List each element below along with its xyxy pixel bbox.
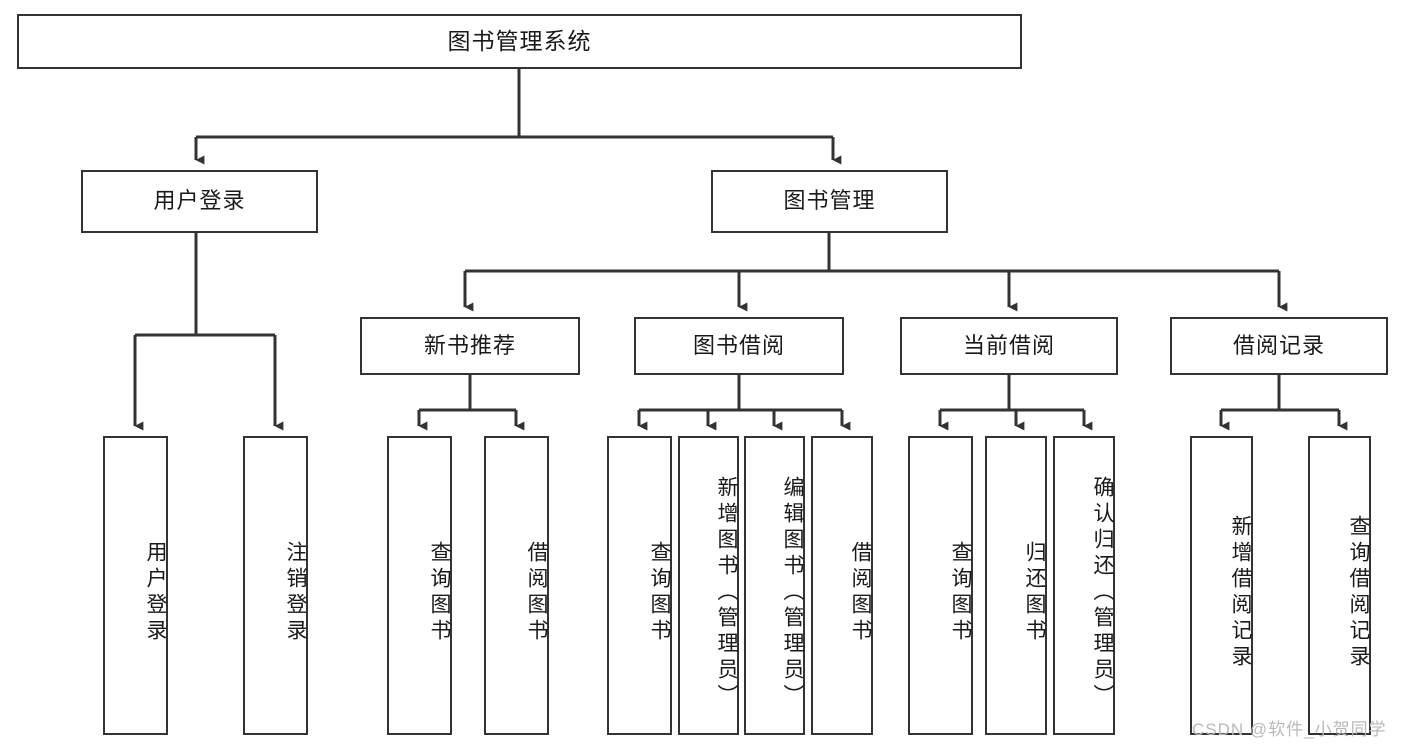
node-leaf-query-record-label: 查询借阅记录: [1347, 514, 1370, 671]
node-root[interactable]: 图书管理系统: [17, 14, 1022, 69]
node-book-borrow[interactable]: 图书借阅: [634, 317, 844, 375]
node-user-login[interactable]: 用户登录: [81, 170, 318, 233]
node-leaf-edit-book-label: 编辑图书（管理员）: [781, 475, 804, 710]
node-book-manage-label: 图书管理: [783, 188, 876, 214]
node-leaf-logout-label: 注销登录: [284, 540, 307, 645]
node-leaf-query-book-2[interactable]: 查询图书: [607, 436, 672, 735]
node-leaf-edit-book[interactable]: 编辑图书（管理员）: [744, 436, 805, 735]
node-leaf-query-book-2-label: 查询图书: [648, 540, 671, 645]
node-leaf-borrow-book-1[interactable]: 借阅图书: [484, 436, 549, 735]
node-book-borrow-label: 图书借阅: [692, 332, 785, 358]
node-leaf-add-record[interactable]: 新增借阅记录: [1190, 436, 1253, 735]
node-user-login-label: 用户登录: [153, 188, 246, 214]
node-leaf-confirm-return[interactable]: 确认归还（管理员）: [1053, 436, 1115, 735]
node-leaf-query-book-1-label: 查询图书: [428, 540, 451, 645]
node-root-label: 图书管理系统: [447, 27, 592, 54]
node-leaf-borrow-book-2-label: 借阅图书: [849, 540, 872, 645]
node-leaf-query-book-3[interactable]: 查询图书: [908, 436, 973, 735]
node-borrow-record-label: 借阅记录: [1232, 332, 1325, 358]
csdn-watermark: CSDN @软件_小贺同学: [1192, 720, 1387, 739]
node-current-borrow-label: 当前借阅: [962, 332, 1055, 358]
node-new-book-recommend[interactable]: 新书推荐: [360, 317, 580, 375]
node-borrow-record[interactable]: 借阅记录: [1170, 317, 1388, 375]
node-leaf-return-book-label: 归还图书: [1023, 540, 1046, 645]
node-leaf-confirm-return-label: 确认归还（管理员）: [1091, 475, 1114, 710]
node-leaf-borrow-book-1-label: 借阅图书: [525, 540, 548, 645]
node-leaf-add-book-label: 新增图书（管理员）: [715, 475, 738, 710]
node-leaf-return-book[interactable]: 归还图书: [985, 436, 1047, 735]
node-leaf-user-login-label: 用户登录: [144, 540, 167, 645]
node-current-borrow[interactable]: 当前借阅: [900, 317, 1118, 375]
node-book-manage[interactable]: 图书管理: [711, 170, 948, 233]
node-leaf-add-record-label: 新增借阅记录: [1229, 514, 1252, 671]
node-leaf-query-book-3-label: 查询图书: [949, 540, 972, 645]
node-new-book-recommend-label: 新书推荐: [423, 332, 516, 358]
node-leaf-add-book[interactable]: 新增图书（管理员）: [678, 436, 739, 735]
node-leaf-logout[interactable]: 注销登录: [243, 436, 308, 735]
node-leaf-user-login[interactable]: 用户登录: [103, 436, 168, 735]
node-leaf-borrow-book-2[interactable]: 借阅图书: [811, 436, 873, 735]
node-leaf-query-book-1[interactable]: 查询图书: [387, 436, 452, 735]
node-leaf-query-record[interactable]: 查询借阅记录: [1308, 436, 1371, 735]
